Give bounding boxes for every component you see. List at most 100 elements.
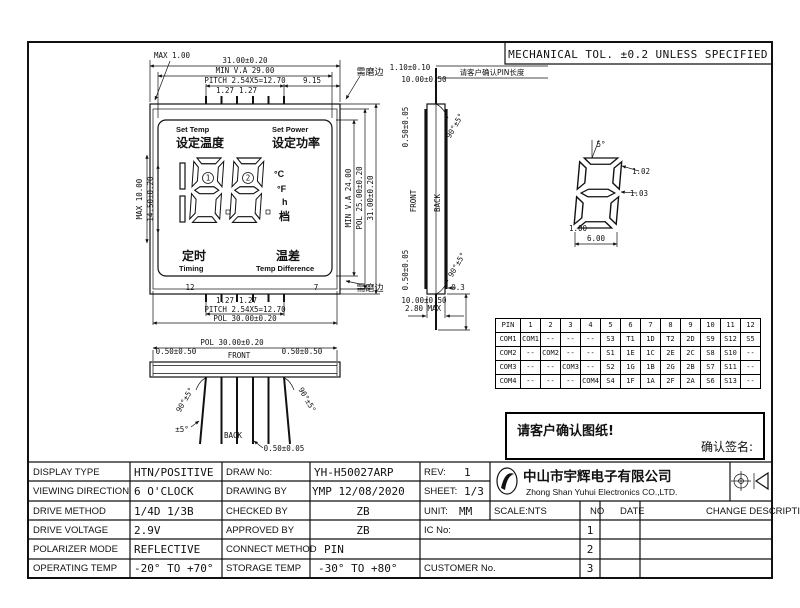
pin-table-cell: S6 <box>700 374 721 389</box>
sheet-frame: MECHANICAL TOL. ±0.2 UNLESS SPECIFIED <box>27 41 773 579</box>
scale-label: SCALE:NTS <box>494 506 547 517</box>
sheet-value: 1/3 <box>464 485 484 498</box>
bottom-back-label: BACK <box>224 431 243 440</box>
dim-bv-pol-offset-right: 0.50±0.50 <box>282 347 323 356</box>
dim-height-left-outer: MAX 10.00 <box>135 178 144 219</box>
grind-note-bottom: 需磨边 <box>356 283 383 294</box>
digit-2-index-bubble <box>242 172 254 184</box>
no-column-label: NO <box>590 506 604 517</box>
storage-temp-value: -30° TO +80° <box>318 562 397 575</box>
pin-table-cell: 2C <box>680 346 701 361</box>
drive-method-label: DRIVE METHOD <box>33 506 106 517</box>
pin-table-cell: S1 <box>600 346 621 361</box>
pin-table-cell: -- <box>560 332 581 347</box>
operating-temp-label: OPERATING TEMP <box>33 563 117 574</box>
pin-table-cell: S2 <box>600 360 621 375</box>
digit-1-index-bubble <box>202 172 214 184</box>
change-row-3-no: 3 <box>587 562 594 575</box>
lcd-leading-one-upper-segment <box>179 162 186 190</box>
dim-va-height: MIN V.A 24.00 <box>344 168 353 227</box>
pin-table-cell: T1 <box>620 332 641 347</box>
pin-table-header-cell: 5 <box>600 318 621 333</box>
pin-table-cell: -- <box>520 346 541 361</box>
pin-table-header-cell: PIN <box>495 318 521 333</box>
pin-table-cell: 1A <box>640 374 661 389</box>
approved-by-value: ZB <box>356 524 370 537</box>
pin-table-header-cell: 10 <box>700 318 721 333</box>
lcd-leading-one-lower-segment <box>179 195 186 223</box>
confirm-sign-label: 确认签名: <box>700 440 753 454</box>
pin-table-header-cell: 11 <box>720 318 741 333</box>
dim-half-pitch-right-bottom: 1.27 <box>239 296 257 305</box>
pin-table-cell: 2D <box>680 332 701 347</box>
pin-table-header-cell: 9 <box>680 318 701 333</box>
viewing-direction-value: 6 O'CLOCK <box>134 485 194 498</box>
pin-table-cell: S9 <box>700 332 721 347</box>
side-front-label: FRONT <box>409 189 418 212</box>
confirm-box: 请客户确认图纸! 确认签名: <box>505 412 765 460</box>
draw-no-value: YH-H50027ARP <box>314 466 394 479</box>
bottom-pins <box>205 294 285 302</box>
dim-seg-gap: 1.03 <box>630 189 648 198</box>
digit-1-index: 1 <box>206 174 211 183</box>
lcd-set-power-en: Set Power <box>272 125 308 134</box>
segment-dot-2 <box>265 209 271 215</box>
lcd-tempdiff-en: Temp Difference <box>256 264 314 273</box>
lcd-set-temp-cn: 设定温度 <box>176 135 225 150</box>
dim-bv-pol-offset-left: 0.50±0.50 <box>156 347 197 356</box>
pin-table-cell: -- <box>740 374 761 389</box>
dim-bv-pol-width: POL 30.00±0.20 <box>200 338 264 347</box>
bottom-view-pins <box>199 376 291 445</box>
connect-method-label: CONNECT METHOD <box>226 544 317 555</box>
pin-table-cell: 2B <box>680 360 701 375</box>
company-logo <box>496 467 518 495</box>
checked-by-label: CHECKED BY <box>226 506 288 517</box>
dim-pitch-bottom: PITCH 2.54X5=12.70 <box>204 305 286 314</box>
approved-by-label: APPROVED BY <box>226 525 295 536</box>
dim-pin-len-top: 10.00±0.50 <box>401 75 447 84</box>
pin-table-cell: -- <box>560 346 581 361</box>
polarizer-outline <box>152 108 338 290</box>
bottom-polarizer-layers <box>152 363 338 376</box>
side-view: 1.10±0.10 10.00±0.50 请客户确认PIN长度 90°±5° 0… <box>390 63 548 331</box>
drive-method-value: 1/4D 1/3B <box>134 505 194 518</box>
lcd-digit-2 <box>228 157 265 223</box>
lcd-timing-en: Timing <box>179 264 204 273</box>
pin-table-header-cell: 8 <box>660 318 681 333</box>
drive-voltage-label: DRIVE VOLTAGE <box>33 525 108 536</box>
pin-table-cell: S13 <box>720 374 741 389</box>
pin-table-cell: 1G <box>620 360 641 375</box>
grind-note-top: 需磨边 <box>356 67 383 78</box>
front-view-dim-lines <box>145 60 380 325</box>
detail-digit <box>573 157 623 229</box>
dim-angle-bottom: 90°±5° <box>446 251 467 279</box>
unit-value: MM <box>459 505 473 518</box>
display-type-label: DISPLAY TYPE <box>33 467 100 478</box>
draw-no-label: DRAW No: <box>226 467 272 478</box>
dim-pin-thickness: 0.50±0.05 <box>264 444 305 453</box>
sheet-label: SHEET: <box>424 486 457 497</box>
rev-value: 1 <box>464 466 471 479</box>
dim-height: 31.00±0.20 <box>366 175 375 221</box>
pin-table-header-cell: 4 <box>580 318 601 333</box>
dim-offset-right: 9.15 <box>303 76 321 85</box>
tolerance-note: MECHANICAL TOL. ±0.2 UNLESS SPECIFIED <box>508 48 768 61</box>
pin-table-header-cell: 6 <box>620 318 641 333</box>
dim-pol-offset-bottom: 0.50±0.05 <box>401 250 410 291</box>
connect-method-value: PIN <box>324 543 344 556</box>
change-row-2-no: 2 <box>587 543 594 556</box>
dim-pin-splay: ±5° <box>175 425 189 434</box>
pin-table-cell: -- <box>740 346 761 361</box>
lcd-set-power-cn: 设定功率 <box>272 135 320 150</box>
dim-seg-width: 1.02 <box>632 167 650 176</box>
digit-detail-dim-lines <box>574 139 640 247</box>
checked-by-value: ZB <box>356 505 370 518</box>
dim-bv-angle-left: 90°±5° <box>174 386 195 414</box>
lcd-unit-gear: 档 <box>279 209 290 223</box>
top-pins <box>205 96 285 104</box>
digit-2-index: 2 <box>246 174 251 183</box>
